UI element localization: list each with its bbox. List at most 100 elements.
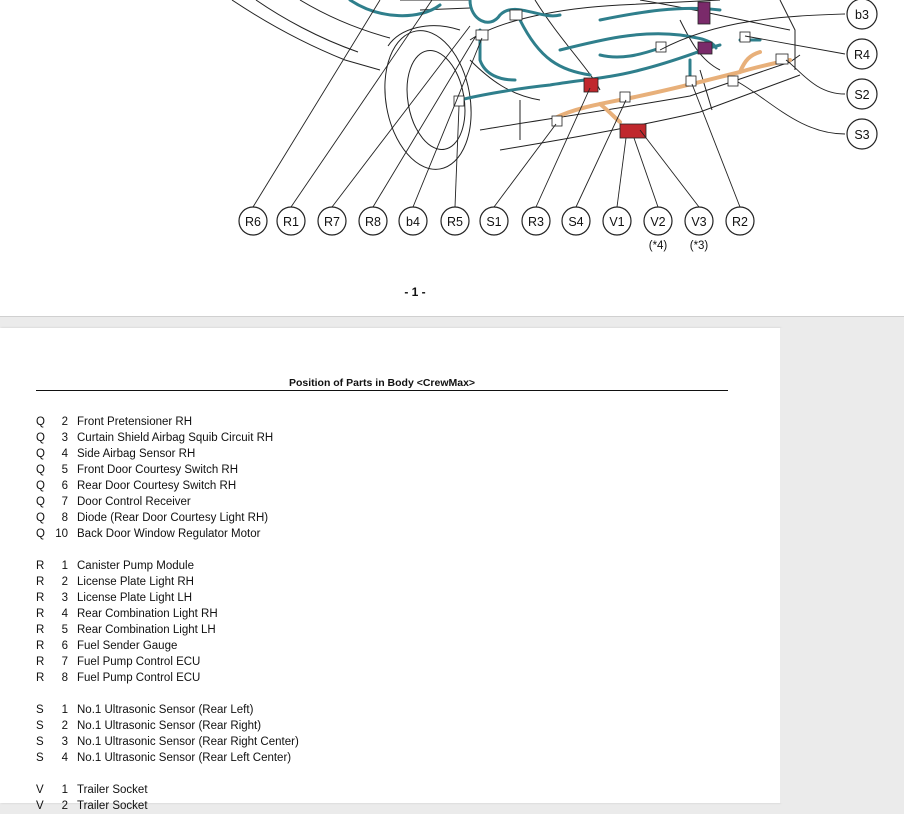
svg-text:S2: S2 [854,88,869,102]
callout-s3: S3 [846,118,878,150]
part-name: Rear Combination Light LH [77,624,216,636]
part-number: 10 [55,528,68,540]
part-name: Canister Pump Module [77,560,194,572]
svg-text:V2: V2 [650,215,665,229]
part-letter: Q [36,528,45,540]
part-name: No.1 Ultrasonic Sensor (Rear Right) [77,720,262,732]
svg-text:R7: R7 [324,215,340,229]
callout-v3: V3 [684,206,714,236]
part-name: Front Pretensioner RH [77,416,193,428]
connectors [453,1,789,139]
callout-r6: R6 [238,206,268,236]
part-number: 3 [61,592,68,604]
svg-text:R1: R1 [283,215,299,229]
part-letter: Q [36,432,45,444]
diagram-page: R6 R1 R7 R8 b4 R5 S1 R3 S4 V1 V2 V3 R2 (… [0,0,904,317]
callout-s1: S1 [479,206,509,236]
callout-s2: S2 [846,78,878,110]
part-letter: Q [36,496,45,508]
svg-text:S3: S3 [854,128,869,142]
svg-text:b3: b3 [855,8,869,22]
part-letter: R [36,560,45,572]
title-rule [36,390,728,391]
part-name: License Plate Light LH [77,592,193,604]
vehicle-wiring-diagram: R6 R1 R7 R8 b4 R5 S1 R3 S4 V1 V2 V3 R2 (… [231,0,878,252]
part-number: 1 [61,784,68,796]
part-name: Front Door Courtesy Switch RH [77,464,239,476]
note-v2: (*4) [649,240,668,252]
callout-r1: R1 [276,206,306,236]
part-letter: V [36,800,44,812]
part-name: Door Control Receiver [77,496,191,508]
part-letter: R [36,640,45,652]
part-letter: Q [36,416,45,428]
part-number: 4 [61,752,68,764]
part-name: Trailer Socket [77,800,148,812]
part-name: Rear Combination Light RH [77,608,218,620]
callout-v2: V2 [643,206,673,236]
part-letter: R [36,592,45,604]
part-letter: S [36,704,44,716]
svg-text:R4: R4 [854,48,870,62]
part-number: 6 [61,480,68,492]
part-number: 2 [61,720,68,732]
callout-r2: R2 [725,206,755,236]
callout-s4: S4 [561,206,591,236]
part-name: No.1 Ultrasonic Sensor (Rear Right Cente… [77,736,299,748]
part-name: No.1 Ultrasonic Sensor (Rear Left) [77,704,254,716]
right-callouts: b3 R4 S2 S3 [846,0,878,150]
part-letter: S [36,752,44,764]
callout-r3: R3 [521,206,551,236]
part-number: 7 [61,656,68,668]
callout-v1: V1 [602,206,632,236]
part-letter: V [36,784,44,796]
callout-r4: R4 [846,38,878,70]
svg-text:S1: S1 [486,215,501,229]
part-number: 4 [61,448,68,460]
part-letter: R [36,656,45,668]
note-v3: (*3) [690,240,709,252]
part-number: 8 [61,672,68,684]
part-number: 2 [61,800,68,812]
callout-r7: R7 [317,206,347,236]
part-name: License Plate Light RH [77,576,194,588]
svg-text:R6: R6 [245,215,261,229]
svg-text:S4: S4 [568,215,583,229]
callout-b3: b3 [846,0,878,30]
part-letter: R [36,608,45,620]
orange-harness [553,50,792,124]
callout-b4: b4 [398,206,428,236]
part-name: Fuel Sender Gauge [77,640,178,652]
part-letter: Q [36,480,45,492]
part-letter: R [36,624,45,636]
page-title: Position of Parts in Body <CrewMax> [288,377,476,389]
part-letter: R [36,576,45,588]
part-number: 2 [61,576,68,588]
svg-text:R3: R3 [528,215,544,229]
svg-text:R5: R5 [447,215,463,229]
part-name: Trailer Socket [77,784,148,796]
svg-text:b4: b4 [406,215,420,229]
part-name: Diode (Rear Door Courtesy Light RH) [77,512,269,524]
svg-text:R8: R8 [365,215,381,229]
part-letter: S [36,720,44,732]
part-number: 1 [61,704,68,716]
part-number: 2 [61,416,68,428]
part-number: 4 [61,608,68,620]
callout-r5: R5 [440,206,470,236]
part-letter: Q [36,512,45,524]
part-letter: Q [36,448,45,460]
parts-list-page [0,328,780,803]
part-number: 1 [61,560,68,572]
svg-text:V3: V3 [691,215,706,229]
bottom-callouts: R6 R1 R7 R8 b4 R5 S1 R3 S4 V1 V2 V3 R2 (… [238,206,755,252]
part-number: 5 [61,464,68,476]
svg-text:V1: V1 [609,215,624,229]
part-name: Side Airbag Sensor RH [77,448,196,460]
part-number: 3 [61,736,68,748]
part-number: 6 [61,640,68,652]
leader-lines [252,0,846,208]
vehicle-outline [231,0,801,170]
part-letter: S [36,736,44,748]
viewer-background [780,328,904,803]
